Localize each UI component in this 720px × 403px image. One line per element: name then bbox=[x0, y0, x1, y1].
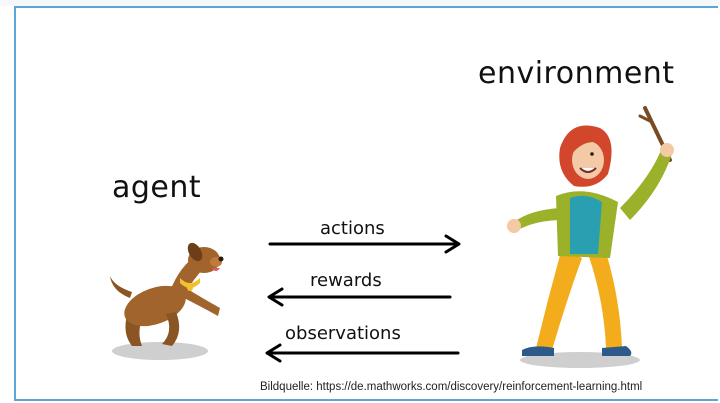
woman-shirt bbox=[570, 195, 602, 254]
woman-shoe-right bbox=[602, 346, 632, 356]
dog-nose bbox=[218, 256, 224, 262]
rewards-label: rewards bbox=[310, 270, 382, 291]
top-strip bbox=[0, 0, 720, 6]
dog-tail bbox=[110, 276, 132, 298]
woman-face bbox=[572, 141, 604, 179]
woman-raised-hand bbox=[660, 143, 674, 157]
observations-label: observations bbox=[285, 323, 401, 344]
woman-smile bbox=[579, 167, 597, 173]
dog-tongue bbox=[212, 268, 220, 271]
woman-raised-arm bbox=[620, 148, 672, 220]
environment-label: environment bbox=[478, 56, 675, 91]
dog-shadow bbox=[112, 342, 208, 360]
dog-collar-tag bbox=[187, 285, 193, 291]
woman-left-arm bbox=[514, 208, 564, 230]
woman-eye bbox=[590, 152, 594, 156]
agent-label: agent bbox=[112, 170, 202, 205]
dog-front-leg bbox=[180, 288, 220, 316]
dog-collar bbox=[180, 278, 200, 288]
woman-bangs bbox=[570, 139, 604, 156]
observations-arrowhead bbox=[265, 343, 282, 363]
dog-illustration bbox=[110, 242, 224, 360]
actions-label: actions bbox=[320, 218, 385, 239]
woman-left-hand bbox=[507, 219, 521, 233]
dog-ear bbox=[187, 242, 203, 262]
rewards-arrowhead bbox=[267, 287, 284, 307]
woman-shoe-left bbox=[522, 346, 554, 356]
actions-arrowhead bbox=[444, 234, 461, 254]
dog-front-leg-2 bbox=[162, 312, 180, 346]
woman-illustration bbox=[507, 106, 674, 368]
image-source-caption: Bildquelle: https://de.mathworks.com/dis… bbox=[260, 381, 643, 393]
woman-leg-right bbox=[586, 246, 622, 348]
woman-leg-left bbox=[536, 248, 582, 350]
